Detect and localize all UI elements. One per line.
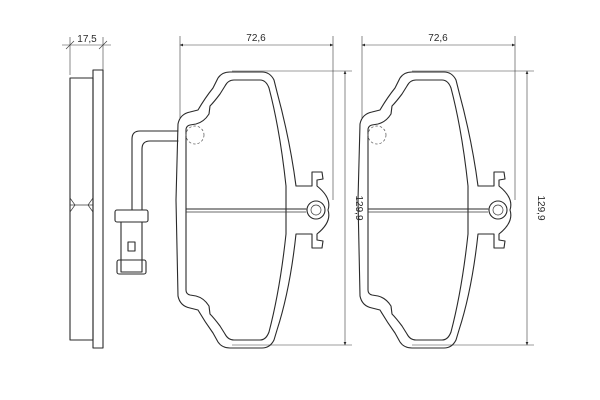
sensor-position-left bbox=[185, 125, 205, 145]
height-dimension-right: 129,9 bbox=[412, 70, 546, 346]
mounting-pin-right bbox=[488, 200, 508, 220]
height-dimension-left: 129,9 bbox=[232, 70, 364, 346]
thickness-label: 17,5 bbox=[77, 34, 97, 45]
friction-material-side bbox=[69, 77, 94, 341]
wear-sensor-connector bbox=[114, 209, 149, 275]
backing-plate-outline-right bbox=[357, 71, 512, 349]
mounting-pin-left bbox=[306, 200, 326, 220]
sensor-position-right bbox=[367, 125, 387, 145]
friction-material-outline-left bbox=[185, 79, 287, 341]
friction-material-outline-right bbox=[367, 79, 469, 341]
backing-plate-side bbox=[92, 69, 104, 349]
width-dimension-left: 72,6 bbox=[179, 33, 334, 200]
pad-front-view-right: 72,6 129,9 bbox=[357, 33, 546, 349]
wear-sensor-wire bbox=[131, 130, 179, 211]
thickness-dimension: 17,5 bbox=[62, 34, 111, 75]
height-label-right: 129,9 bbox=[535, 195, 546, 220]
side-view: 17,5 bbox=[62, 34, 179, 349]
backing-plate-outline-left bbox=[175, 71, 330, 349]
width-label-right: 72,6 bbox=[428, 33, 448, 44]
width-dimension-right: 72,6 bbox=[361, 33, 516, 200]
width-label-left: 72,6 bbox=[246, 33, 266, 44]
pad-front-view-left: 72,6 129,9 bbox=[175, 33, 364, 349]
